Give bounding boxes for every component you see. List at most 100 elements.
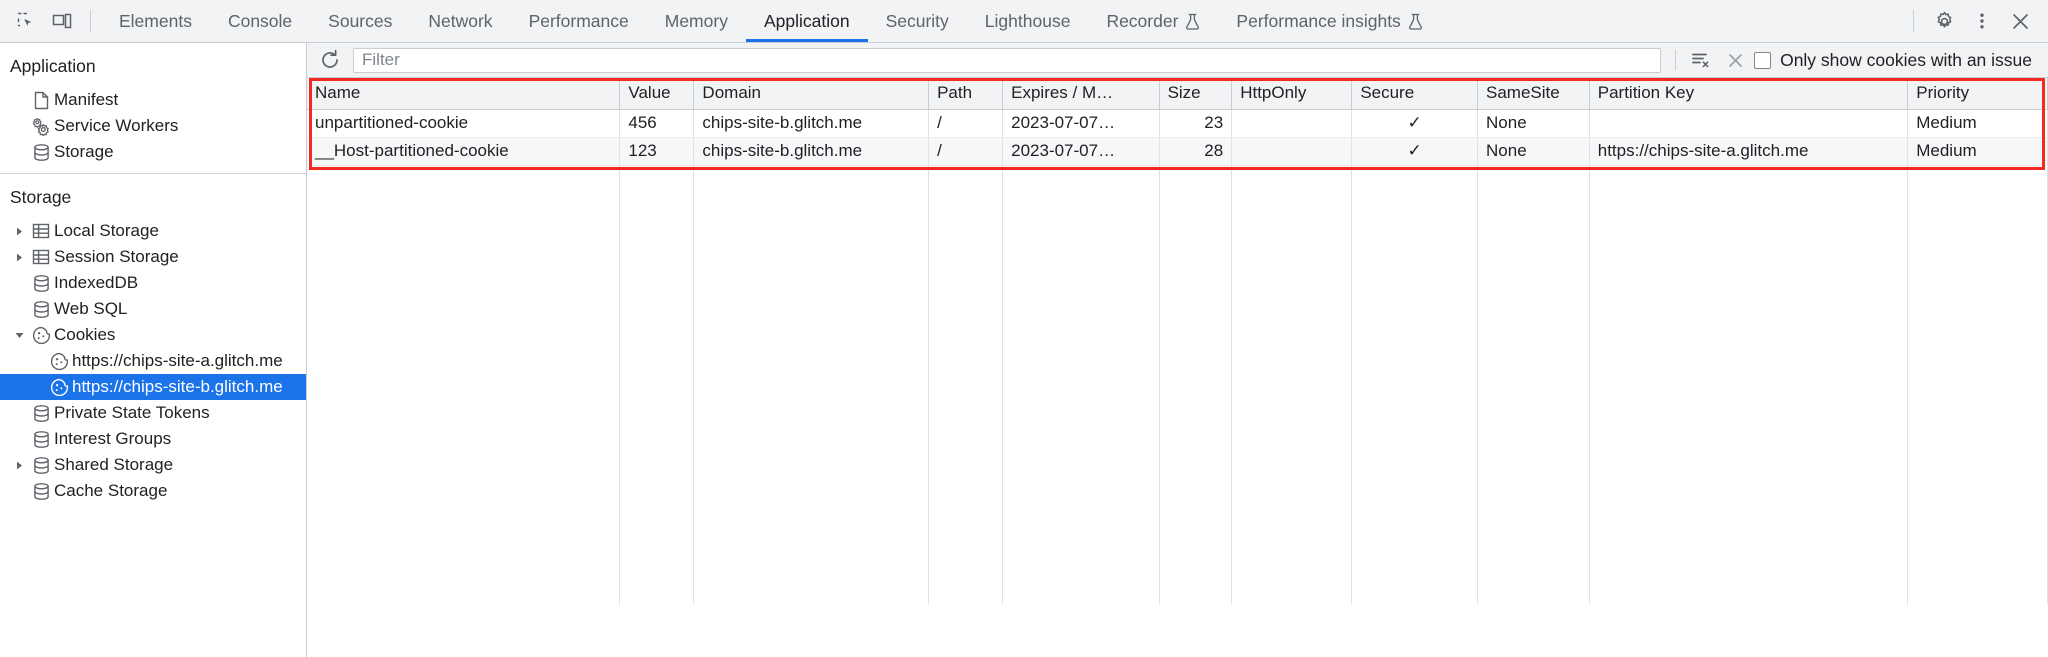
more-vertical-icon[interactable] xyxy=(1964,4,2000,38)
database-icon xyxy=(28,274,54,293)
tab-lighthouse[interactable]: Lighthouse xyxy=(967,0,1089,42)
database-icon xyxy=(28,404,54,423)
only-issues-checkbox-row[interactable]: Only show cookies with an issue xyxy=(1754,50,2042,71)
only-issues-label: Only show cookies with an issue xyxy=(1780,49,2032,70)
cell-name: __Host-partitioned-cookie xyxy=(307,137,621,166)
sidebar-item-cookies-site-a[interactable]: https://chips-site-a.glitch.me xyxy=(0,348,306,374)
sidebar-item-session-storage[interactable]: Session Storage xyxy=(0,244,306,270)
sidebar-section-storage: Storage Local Storage xyxy=(0,173,306,512)
tab-elements[interactable]: Elements xyxy=(101,0,210,42)
cell-partition-key xyxy=(1589,109,1909,138)
tab-label: Console xyxy=(227,10,293,31)
column-header-secure[interactable]: Secure xyxy=(1351,78,1479,110)
sidebar-item-label: Private State Tokens xyxy=(54,403,210,422)
cell-priority: Medium xyxy=(1907,137,2048,166)
sidebar-item-local-storage[interactable]: Local Storage xyxy=(0,218,306,244)
database-icon xyxy=(28,300,54,319)
tab-performance[interactable]: Performance xyxy=(511,0,647,42)
sidebar-item-storage[interactable]: Storage xyxy=(0,139,306,165)
tab-recorder[interactable]: Recorder xyxy=(1088,0,1218,42)
column-header-priority[interactable]: Priority xyxy=(1907,78,2048,110)
cell-expires: 2023-07-07… xyxy=(1002,137,1160,166)
filter-input[interactable] xyxy=(353,47,1662,73)
cell-expires: 2023-07-07… xyxy=(1002,109,1160,138)
filter-divider xyxy=(1675,50,1677,70)
column-header-name[interactable]: Name xyxy=(307,78,621,110)
tab-label: Sources xyxy=(328,10,393,31)
cookies-filter-bar: Only show cookies with an issue xyxy=(307,43,2048,78)
cell-value: 123 xyxy=(619,137,695,166)
cell-domain: chips-site-b.glitch.me xyxy=(693,109,930,138)
tab-label: Performance insights xyxy=(1236,10,1401,31)
column-header-samesite[interactable]: SameSite xyxy=(1477,78,1590,110)
column-header-httponly[interactable]: HttpOnly xyxy=(1231,78,1353,110)
sidebar-item-web-sql[interactable]: Web SQL xyxy=(0,296,306,322)
column-header-path[interactable]: Path xyxy=(928,78,1004,110)
tab-application[interactable]: Application xyxy=(745,0,868,42)
sidebar-item-cookies-site-b[interactable]: https://chips-site-b.glitch.me xyxy=(0,374,306,400)
cell-httponly xyxy=(1231,137,1353,166)
sidebar-item-interest-groups[interactable]: Interest Groups xyxy=(0,426,306,452)
tab-performance-insights[interactable]: Performance insights xyxy=(1218,0,1440,42)
sidebar-item-private-state-tokens[interactable]: Private State Tokens xyxy=(0,400,306,426)
chevron-right-icon[interactable] xyxy=(10,253,28,262)
cell-name: unpartitioned-cookie xyxy=(307,109,621,138)
sidebar-item-label: Web SQL xyxy=(54,299,128,318)
column-header-expires[interactable]: Expires / M… xyxy=(1002,78,1160,110)
chevron-right-icon[interactable] xyxy=(10,461,28,470)
column-header-partition-key[interactable]: Partition Key xyxy=(1589,78,1909,110)
cookie-icon xyxy=(46,378,72,397)
sidebar-item-indexeddb[interactable]: IndexedDB xyxy=(0,270,306,296)
devtools-body: Application Manifest xyxy=(0,43,2048,657)
sidebar-item-shared-storage[interactable]: Shared Storage xyxy=(0,452,306,478)
database-icon xyxy=(28,430,54,449)
toolbar-divider xyxy=(90,10,91,32)
cell-httponly xyxy=(1231,109,1353,138)
gears-icon xyxy=(28,117,54,136)
column-header-size[interactable]: Size xyxy=(1159,78,1233,110)
chevron-down-icon[interactable] xyxy=(10,331,28,340)
sidebar-item-manifest[interactable]: Manifest xyxy=(0,87,306,113)
tab-network[interactable]: Network xyxy=(410,0,510,42)
tab-console[interactable]: Console xyxy=(210,0,310,42)
tab-sources[interactable]: Sources xyxy=(310,0,410,42)
sidebar-section-title: Application xyxy=(10,56,96,76)
chevron-right-icon[interactable] xyxy=(10,227,28,236)
close-icon[interactable] xyxy=(2002,4,2038,38)
cell-size: 28 xyxy=(1159,137,1233,166)
cookie-icon xyxy=(46,352,72,371)
device-toolbar-icon[interactable] xyxy=(44,4,80,38)
table-empty-area xyxy=(307,165,2048,605)
cell-value: 456 xyxy=(619,109,695,138)
sidebar-item-service-workers[interactable]: Service Workers xyxy=(0,113,306,139)
column-header-value[interactable]: Value xyxy=(619,78,695,110)
clear-filter-icon[interactable] xyxy=(1686,46,1716,74)
table-row[interactable]: __Host-partitioned-cookie 123 chips-site… xyxy=(307,137,2048,166)
sidebar-item-label: Manifest xyxy=(54,90,119,109)
column-header-domain[interactable]: Domain xyxy=(693,78,930,110)
only-issues-checkbox[interactable] xyxy=(1754,51,1772,69)
cell-size: 23 xyxy=(1159,109,1233,138)
table-icon xyxy=(28,248,54,266)
inspect-element-icon[interactable] xyxy=(8,4,44,38)
cell-samesite: None xyxy=(1477,137,1590,166)
table-row[interactable]: unpartitioned-cookie 456 chips-site-b.gl… xyxy=(307,109,2048,138)
tab-label: Lighthouse xyxy=(984,10,1071,31)
clear-all-icon[interactable] xyxy=(1720,46,1750,74)
tab-label: Recorder xyxy=(1106,10,1179,31)
sidebar-item-label: Shared Storage xyxy=(54,455,174,474)
sidebar-item-label: Service Workers xyxy=(54,116,179,135)
sidebar-item-cache-storage[interactable]: Cache Storage xyxy=(0,478,306,504)
gear-icon[interactable] xyxy=(1926,4,1962,38)
database-icon xyxy=(28,143,54,162)
tab-security[interactable]: Security xyxy=(868,0,967,42)
sidebar-section-title: Storage xyxy=(10,187,72,207)
sidebar-item-cookies[interactable]: Cookies xyxy=(0,322,306,348)
refresh-icon[interactable] xyxy=(315,46,345,74)
panel-tabs: Elements Console Sources Network Perform… xyxy=(101,0,1903,42)
sidebar-item-label: https://chips-site-a.glitch.me xyxy=(72,351,283,370)
tab-label: Performance xyxy=(528,10,629,31)
tab-memory[interactable]: Memory xyxy=(647,0,746,42)
cell-secure: ✓ xyxy=(1351,137,1479,166)
sidebar-item-label: https://chips-site-b.glitch.me xyxy=(72,377,283,396)
